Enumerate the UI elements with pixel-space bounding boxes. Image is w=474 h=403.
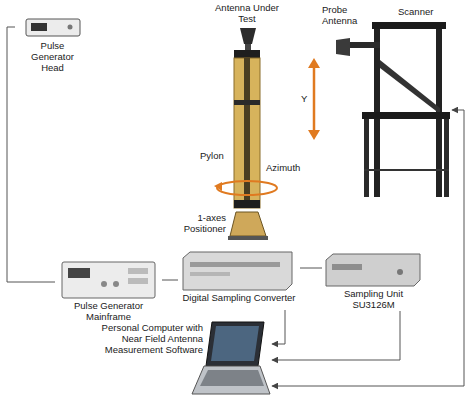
- sampling-unit-drawing: [326, 254, 420, 286]
- cable-connector: [300, 268, 322, 269]
- cable-connector: [272, 311, 400, 360]
- y-axis-arrow: [308, 58, 320, 140]
- part-label: Y: [301, 93, 307, 104]
- device-node: Sampling Unit SU3126M: [322, 250, 425, 311]
- converter-drawing: [183, 252, 292, 290]
- pulse-generator-head-drawing: [26, 19, 80, 36]
- device-label: Probe Antenna: [322, 4, 370, 26]
- cable-connector: [272, 110, 464, 386]
- part-label: Pylon: [200, 150, 224, 161]
- scanner-drawing: [336, 22, 450, 197]
- device-label: Pulse Generator Head: [25, 40, 80, 73]
- device-node: Pulse Generator Mainframe: [55, 258, 162, 328]
- device-node: Probe Antenna Scanner: [320, 0, 452, 200]
- device-node: Antenna Under Test 1-axes Positioner: [176, 0, 300, 242]
- device-label: Digital Sampling Converter: [178, 292, 300, 303]
- device-label: Antenna Under Test: [212, 2, 282, 24]
- cable-connector: [272, 310, 285, 344]
- antenna-pylon-drawing: [214, 28, 277, 240]
- part-label: Azimuth: [266, 162, 300, 173]
- cable-connector: [162, 280, 178, 281]
- laptop-drawing: [192, 322, 270, 394]
- device-label: Pulse Generator Mainframe: [57, 300, 160, 322]
- device-node: Pulse Generator Head: [15, 14, 90, 84]
- device-label: Sampling Unit SU3126M: [322, 288, 425, 310]
- device-label: 1-axes Positioner: [178, 212, 226, 234]
- device-node: Digital Sampling Converter: [178, 248, 300, 310]
- device-node: Personal Computer with Near Field Antenn…: [82, 318, 272, 400]
- device-label: Scanner: [398, 6, 450, 17]
- mainframe-drawing: [62, 262, 155, 298]
- device-label: Personal Computer with Near Field Antenn…: [85, 322, 203, 355]
